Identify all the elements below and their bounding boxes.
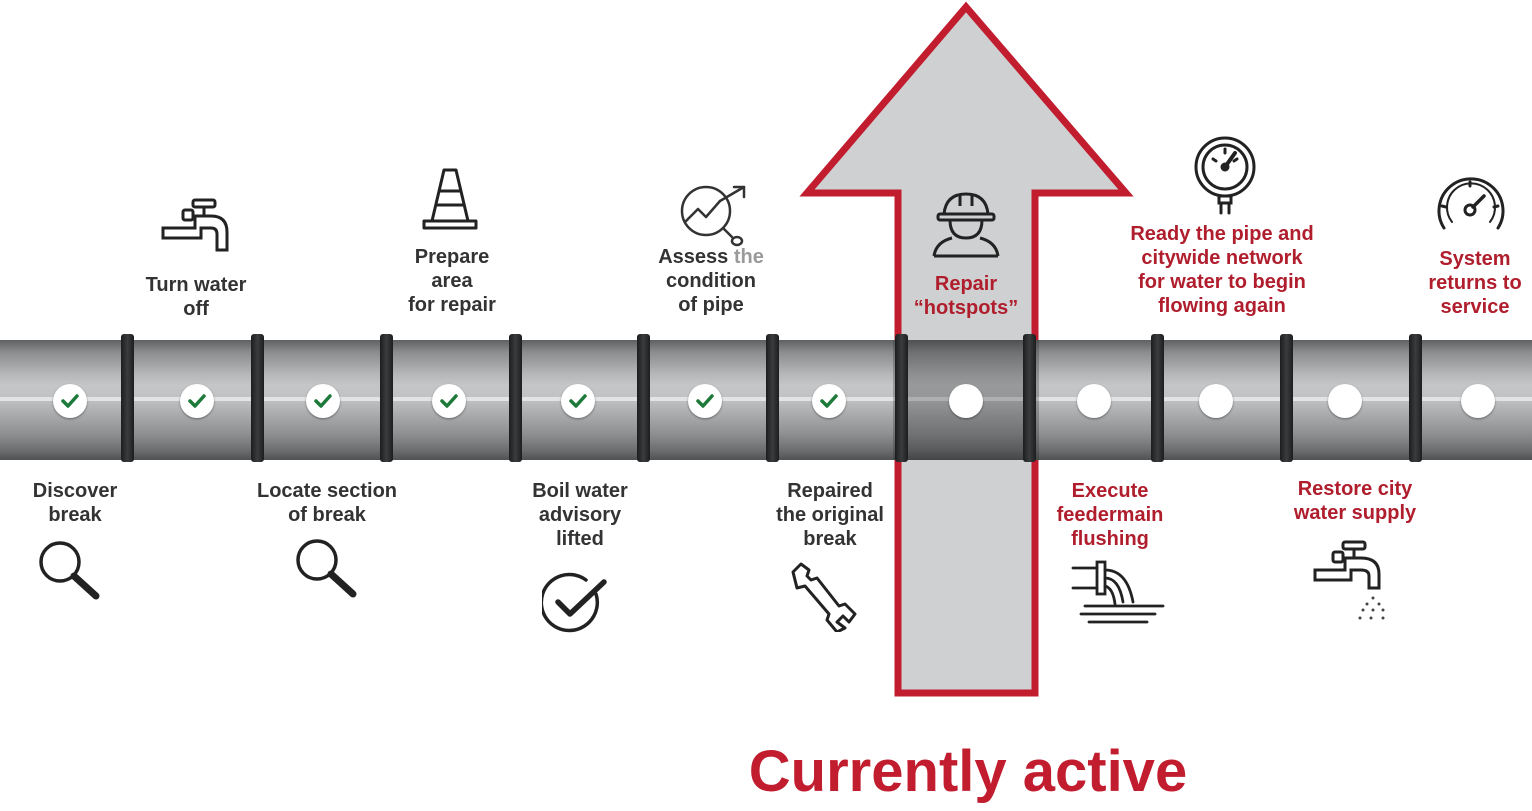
label-line: break: [803, 528, 857, 550]
label-line: Assess the: [658, 246, 764, 268]
checkmark-icon: [440, 394, 458, 408]
label-line: off: [183, 298, 209, 320]
step-label-repaired-break: Repaired the original break: [776, 479, 884, 551]
check-circle-icon: [542, 572, 610, 636]
pipe-coupling: [1151, 334, 1164, 462]
label-line: Prepare: [414, 246, 490, 268]
label-line: area: [431, 270, 473, 292]
checkmark-icon: [61, 394, 79, 408]
step-complete-marker: [561, 384, 595, 418]
pipe-coupling: [509, 334, 522, 462]
checkmark-icon: [696, 394, 714, 408]
label-line: Turn water: [145, 274, 247, 296]
faucet-icon: [161, 198, 233, 254]
currently-active-caption: Currently active: [748, 739, 1188, 804]
label-line: Execute: [1071, 480, 1149, 502]
step-label-ready-network: Ready the pipe and citywide network for …: [1130, 222, 1313, 318]
step-label-feedermain-flushing: Execute feedermain flushing: [1057, 479, 1164, 551]
label-line: Restore city: [1297, 478, 1413, 500]
label-line: System: [1439, 248, 1511, 270]
label-line: break: [48, 504, 102, 526]
flushing-pipe-icon: [1071, 560, 1167, 626]
step-label-boil-water: Boil water advisory lifted: [532, 479, 628, 551]
faucet-spray-icon: [1313, 540, 1387, 626]
step-complete-marker: [53, 384, 87, 418]
magnifier-icon: [36, 538, 102, 602]
pipe-coupling: [380, 334, 393, 462]
step-pending-marker: [1077, 384, 1111, 418]
worker-helmet-icon: [928, 188, 1004, 258]
step-pending-marker: [949, 384, 983, 418]
pipe-coupling: [895, 334, 908, 462]
pipe-coupling: [1409, 334, 1422, 462]
checkmark-icon: [188, 394, 206, 408]
step-label-turn-water-off: Turn water off: [146, 273, 247, 321]
label-faded-word: the: [733, 246, 764, 268]
label-line: of break: [288, 504, 366, 526]
step-complete-marker: [180, 384, 214, 418]
step-label-prepare-area: Prepare area for repair: [408, 245, 496, 317]
label-line: Repair: [934, 273, 998, 295]
label-line: lifted: [556, 528, 604, 550]
label-line: feedermain: [1056, 504, 1164, 526]
label-line: the original: [776, 504, 884, 526]
step-complete-marker: [812, 384, 846, 418]
label-line: Repaired: [787, 480, 873, 502]
step-label-assess-condition: Assess the condition of pipe: [658, 245, 764, 317]
wrench-icon: [787, 562, 859, 632]
label-line: service: [1440, 296, 1510, 318]
step-complete-marker: [432, 384, 466, 418]
speedometer-icon: [1432, 176, 1510, 234]
label-line: of pipe: [678, 294, 744, 316]
step-pending-marker: [1199, 384, 1233, 418]
magnifier-icon: [293, 536, 359, 600]
pipe-coupling: [121, 334, 134, 462]
label-line: citywide network: [1141, 247, 1303, 269]
label-line: Locate section: [256, 480, 398, 502]
pipe-coupling: [1023, 334, 1036, 462]
step-complete-marker: [306, 384, 340, 418]
checkmark-icon: [569, 394, 587, 408]
step-label-repair-hotspots: Repair “hotspots”: [914, 272, 1018, 320]
step-label-restore-supply: Restore city water supply: [1294, 477, 1416, 525]
label-line: for water to begin: [1138, 271, 1306, 293]
pressure-gauge-icon: [1193, 135, 1257, 215]
step-pending-marker: [1461, 384, 1495, 418]
label-line: Boil water: [532, 480, 628, 502]
label-line: Discover: [32, 480, 118, 502]
label-line: for repair: [408, 294, 496, 316]
step-pending-marker: [1328, 384, 1362, 418]
label-line: “hotspots”: [913, 297, 1019, 319]
label-line: flowing again: [1158, 295, 1286, 317]
checkmark-icon: [314, 394, 332, 408]
label-line: flushing: [1071, 528, 1149, 550]
step-label-system-returns: System returns to service: [1428, 247, 1521, 319]
traffic-cone-icon: [420, 167, 480, 231]
label-line: advisory: [538, 504, 622, 526]
step-label-discover-break: Discover break: [33, 479, 118, 527]
checkmark-icon: [820, 394, 838, 408]
label-line: water supply: [1293, 502, 1417, 524]
pipe-coupling: [251, 334, 264, 462]
pipe-coupling: [637, 334, 650, 462]
step-label-locate-section: Locate section of break: [257, 479, 397, 527]
pipe-coupling: [766, 334, 779, 462]
label-line: Ready the pipe and: [1130, 223, 1314, 245]
label-line: returns to: [1428, 272, 1522, 294]
step-complete-marker: [688, 384, 722, 418]
pipe-inspection-icon: [676, 185, 748, 247]
pipe-coupling: [1280, 334, 1293, 462]
label-line: condition: [666, 270, 756, 292]
